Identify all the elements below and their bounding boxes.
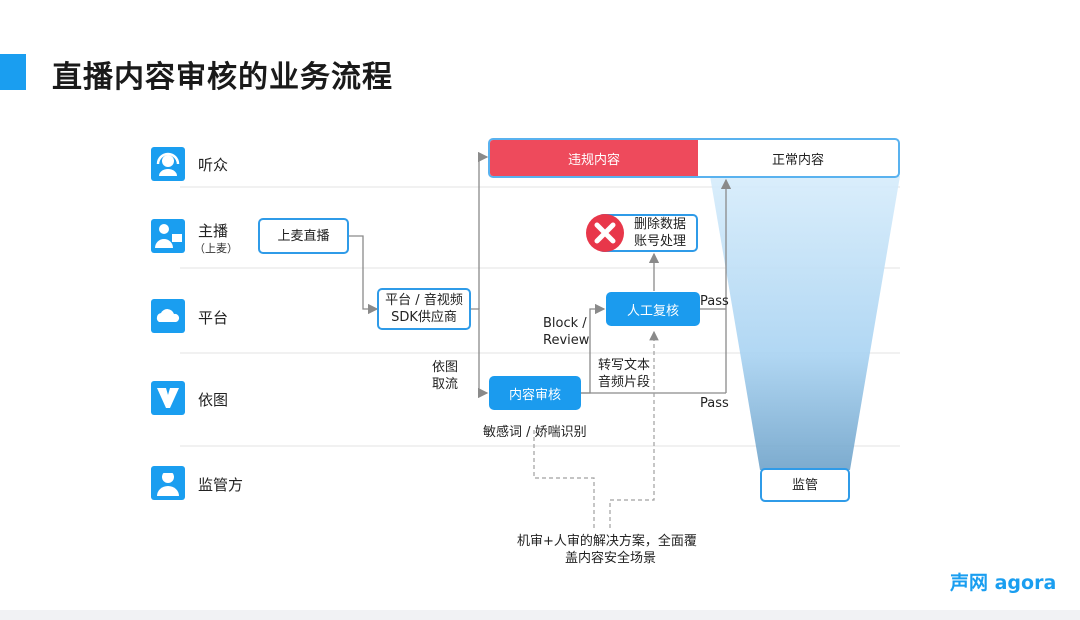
regulator-node: 监管 — [760, 468, 850, 502]
platform-cloud-icon — [151, 299, 185, 333]
manual-review-node: 人工复核 — [606, 292, 700, 326]
lane-label-listener: 听众 — [198, 156, 229, 174]
solution-label-2: 盖内容安全场景 — [565, 551, 657, 566]
dashed-sensitive-to-solution — [533, 430, 595, 528]
transcribe-label-1: 转写文本 — [598, 358, 651, 373]
sdk-provider-line2: SDK供应商 — [391, 310, 457, 325]
arrow-golive-to-sdk — [349, 235, 379, 315]
delete-line2: 账号处理 — [633, 234, 686, 249]
sdk-provider-line1: 平台 / 音视频 — [385, 293, 463, 308]
streamer-presenter-icon — [151, 219, 185, 253]
dashed-solution-to-manual — [609, 330, 659, 528]
pass-label-lower: Pass — [700, 396, 729, 411]
block-review-label-2: Review — [543, 333, 590, 348]
violation-content-segment: 违规内容 — [490, 140, 698, 176]
lane-label-streamer: 主播 — [198, 222, 229, 240]
reject-x-icon — [586, 214, 624, 252]
block-review-label-1: Block / — [543, 316, 587, 331]
content-funnel-header: 违规内容 正常内容 — [488, 138, 900, 178]
arrow-sdk-to-review — [471, 308, 489, 399]
title-accent-bar — [0, 54, 26, 90]
yitu-pull-label-2: 取流 — [432, 377, 459, 392]
arrow-sdk-to-funnel — [477, 151, 489, 309]
content-review-node: 内容审核 — [489, 376, 581, 410]
normal-content-segment: 正常内容 — [771, 152, 824, 168]
lane-label-platform: 平台 — [198, 309, 229, 327]
transcribe-label-2: 音频片段 — [598, 375, 651, 390]
solution-label-1: 机审+人审的解决方案，全面覆 — [517, 534, 697, 549]
pass-label-upper: Pass — [700, 294, 729, 309]
footer-strip — [0, 610, 1080, 620]
yitu-logo-icon — [151, 381, 185, 415]
regulator-person-icon — [151, 466, 185, 500]
funnel-shape — [710, 176, 900, 470]
lane-label-yitu: 依图 — [198, 391, 229, 409]
sensitive-word-label: 敏感词 / 娇喘识别 — [483, 425, 587, 440]
lane-label-regulator: 监管方 — [198, 476, 244, 494]
page-title: 直播内容审核的业务流程 — [52, 60, 393, 95]
agora-brand-logo: 声网 agora — [950, 572, 1057, 594]
listener-headset-icon — [151, 147, 185, 181]
lane-sublabel-streamer: （上麦） — [194, 242, 238, 255]
delete-line1: 删除数据 — [633, 217, 686, 232]
go-live-node: 上麦直播 — [258, 218, 349, 254]
yitu-pull-label-1: 依图 — [432, 360, 459, 375]
sdk-provider-node: 平台 / 音视频 SDK供应商 — [377, 288, 471, 330]
